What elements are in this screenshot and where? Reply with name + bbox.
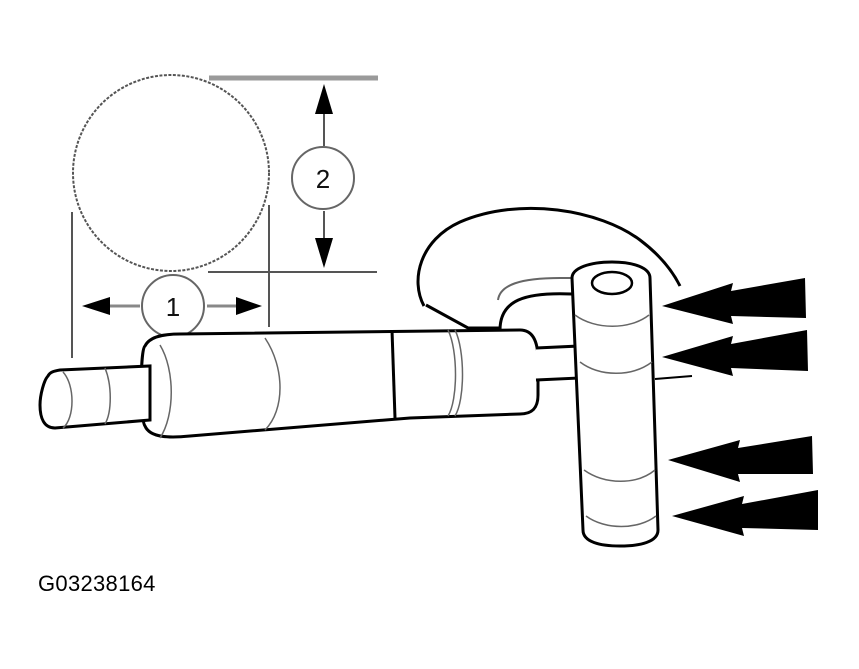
arrow-right-icon <box>236 297 262 315</box>
callout-circle-2 <box>291 146 355 210</box>
arrow-indicator-2-icon <box>662 330 808 376</box>
ratchet-post <box>570 260 660 548</box>
dimension-1: 1 <box>71 205 270 358</box>
arrow-indicator-1-icon <box>662 278 806 324</box>
arrow-down-icon <box>315 238 333 268</box>
barrel-details <box>62 329 464 439</box>
arrow-up-icon <box>315 84 333 114</box>
arrow-indicator-4-icon <box>672 490 818 536</box>
arrow-left-icon <box>82 297 110 315</box>
indicator-arrows <box>662 278 818 536</box>
micrometer-barrel <box>38 328 540 439</box>
dimension-2: 2 <box>208 75 378 273</box>
arrow-indicator-3-icon <box>668 436 813 482</box>
sphere <box>72 74 270 272</box>
callout-label-1: 1 <box>166 292 180 322</box>
figure-id-caption: G03238164 <box>38 571 156 596</box>
spindle-rod <box>535 344 582 382</box>
callout-label-2: 2 <box>316 164 330 194</box>
micrometer-frame <box>416 206 682 331</box>
